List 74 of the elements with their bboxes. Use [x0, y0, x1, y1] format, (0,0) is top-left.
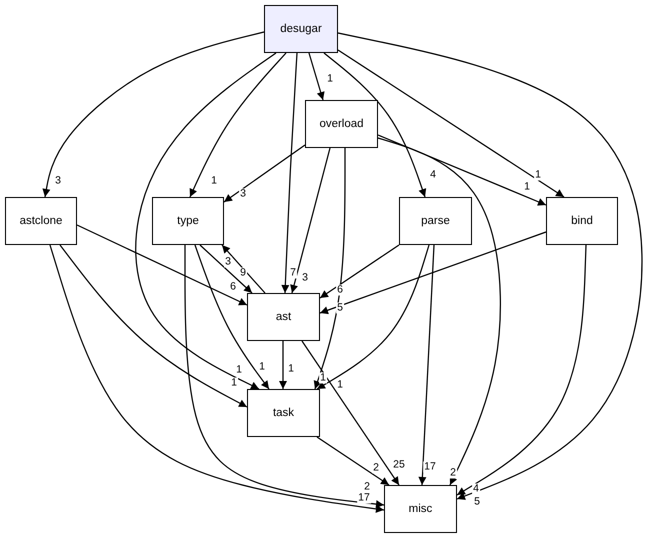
- edge-label: 9: [239, 268, 247, 278]
- folder-box: [152, 197, 224, 245]
- edge-label: 1: [326, 74, 334, 84]
- folder-name: overload: [319, 118, 364, 130]
- edge-label: 1: [336, 380, 344, 390]
- edge-label: 1: [523, 182, 531, 192]
- edge-label: 2: [449, 468, 457, 478]
- arrow: [60, 244, 248, 408]
- edge-label: 25: [392, 460, 406, 470]
- edge-label: 4: [429, 170, 437, 180]
- arrow: [76, 224, 248, 306]
- edge-label: 1: [235, 364, 243, 376]
- edge-label: 6: [229, 282, 237, 292]
- edge-label: 3: [301, 272, 309, 284]
- arrow: [320, 244, 400, 298]
- arrow: [320, 231, 546, 314]
- edge-label: 3: [54, 176, 62, 186]
- edge-label: 5: [336, 302, 344, 314]
- arrow: [316, 436, 390, 486]
- folder-box: [305, 100, 378, 148]
- edge-label: 5: [473, 496, 481, 508]
- edge-label: 2: [363, 482, 371, 492]
- edge-label: 1: [534, 170, 542, 180]
- arrow: [49, 244, 384, 513]
- arrow: [308, 52, 325, 100]
- folder-name: task: [272, 407, 294, 419]
- arrow: [338, 50, 564, 198]
- folder-name: misc: [408, 503, 432, 515]
- arrow: [456, 244, 587, 496]
- arrow: [189, 52, 286, 198]
- arrow: [314, 148, 346, 390]
- edge-label: 1: [258, 362, 266, 372]
- arrow: [302, 340, 400, 486]
- arrow: [338, 32, 643, 500]
- arrow: [135, 52, 276, 390]
- arrow: [324, 52, 426, 198]
- edge-label: 6: [336, 284, 344, 296]
- folder-name: astclone: [20, 215, 62, 227]
- arrow: [222, 244, 266, 294]
- folder-name: desugar: [280, 23, 322, 35]
- edge-label: 1: [210, 176, 218, 186]
- edge-label: 2: [372, 462, 380, 474]
- arrow: [378, 134, 546, 206]
- folder-box: [399, 197, 472, 245]
- arrow: [279, 341, 287, 389]
- edge-label: 7: [289, 268, 297, 278]
- folder-box: [384, 485, 457, 533]
- arrow: [281, 52, 298, 294]
- folder-box: [5, 197, 77, 245]
- edge-label: 17: [423, 462, 437, 472]
- edge-label: 1: [287, 364, 295, 374]
- folder-box: [247, 389, 320, 437]
- folder-box: [264, 5, 338, 53]
- folder-name: ast: [276, 311, 292, 323]
- arrow: [184, 245, 384, 508]
- arrow: [378, 137, 501, 486]
- edge-label: 4: [472, 484, 480, 494]
- edge-label: 17: [357, 492, 371, 504]
- edge-label: 1: [230, 378, 238, 388]
- arrow: [290, 148, 331, 294]
- edge-label: 3: [224, 256, 232, 268]
- folder-box: [546, 197, 618, 245]
- folder-box: [247, 293, 320, 341]
- folder-name: parse: [421, 215, 450, 227]
- arrow: [418, 244, 435, 486]
- arrow: [224, 144, 306, 202]
- arrow: [194, 244, 270, 390]
- arrow: [200, 244, 252, 294]
- arrow: [42, 31, 264, 198]
- folder-name: type: [177, 215, 199, 227]
- edge-label: 1: [319, 372, 327, 384]
- edge-label: 3: [239, 188, 247, 200]
- folder-name: bind: [571, 215, 593, 227]
- arrow: [316, 244, 430, 390]
